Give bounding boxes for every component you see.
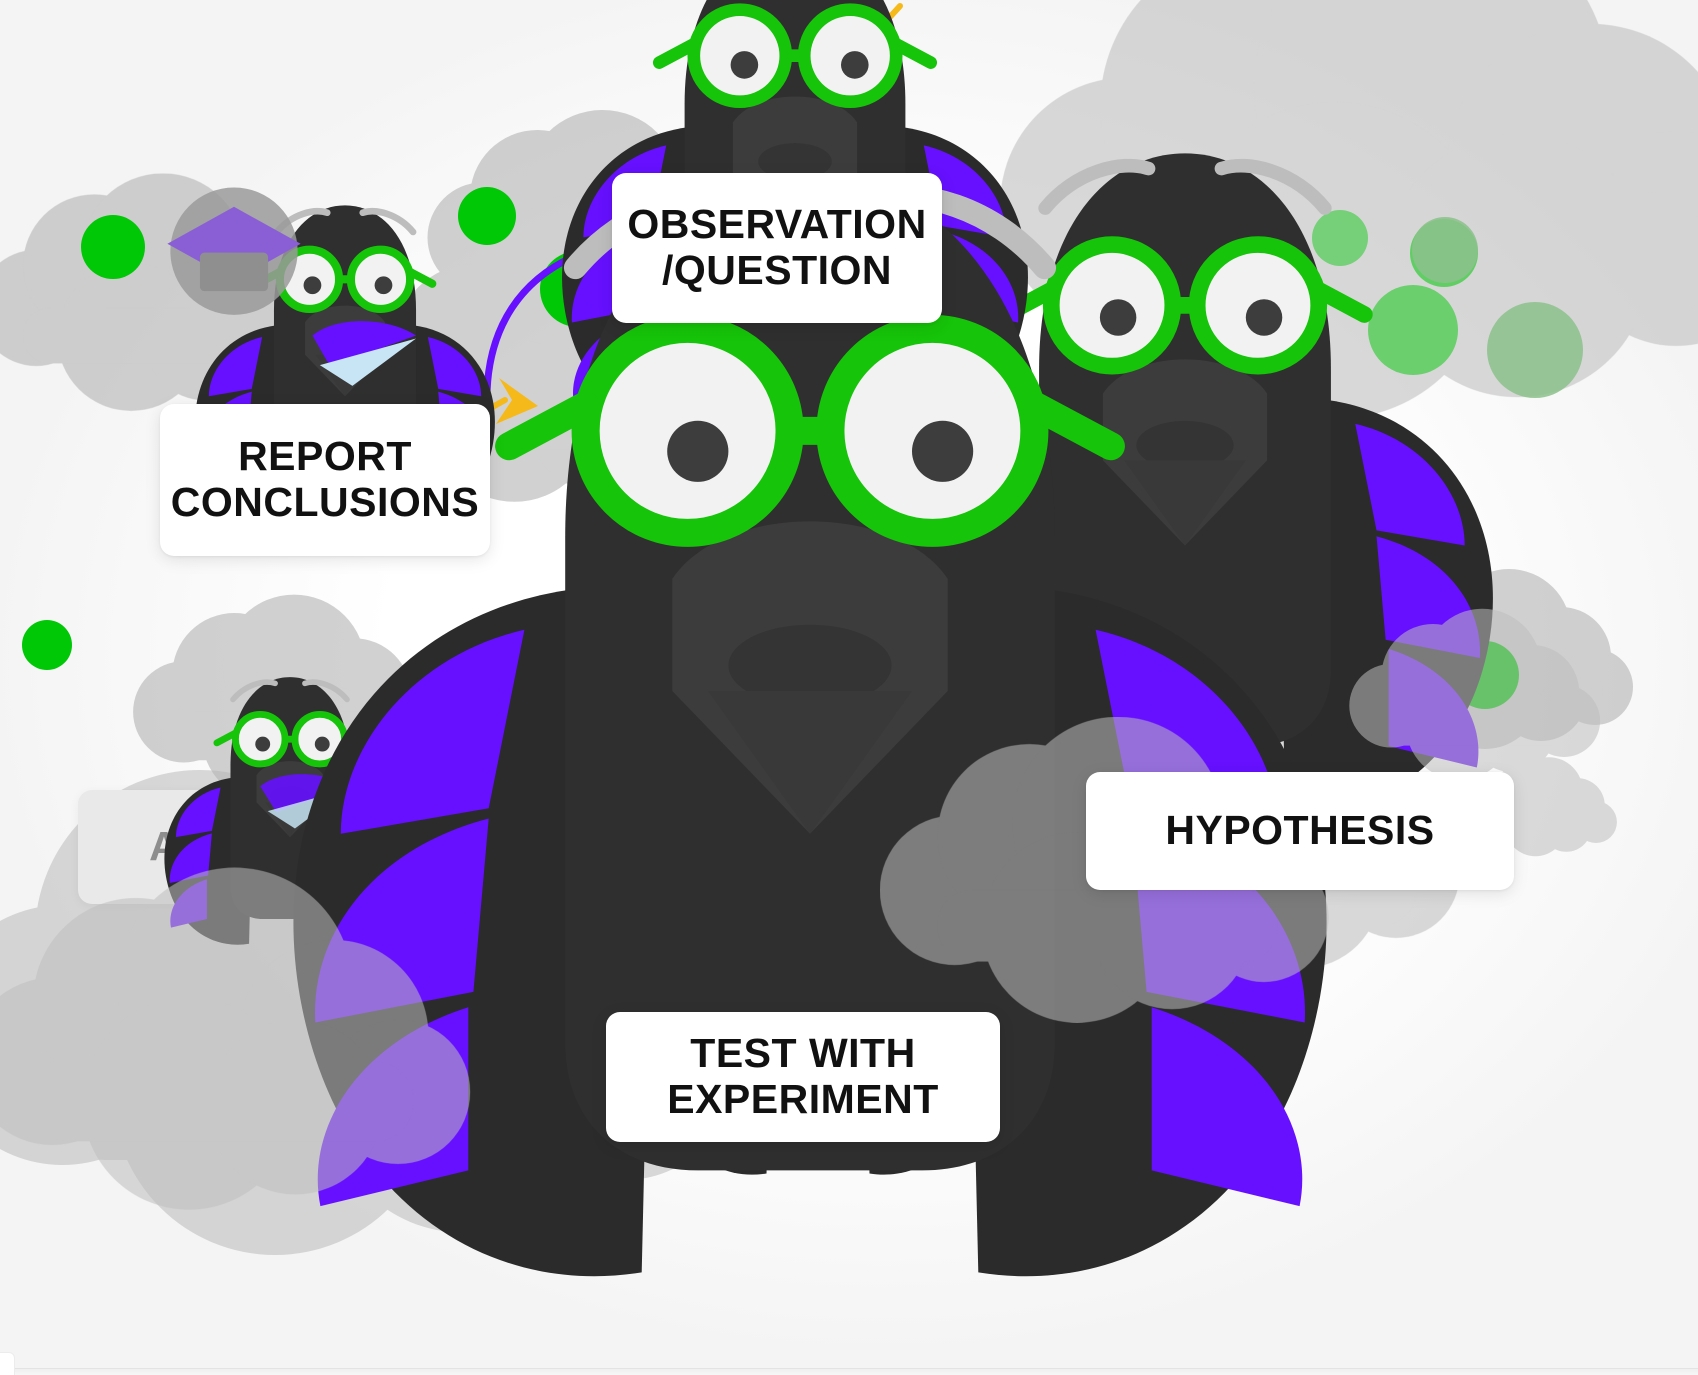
- green-dot: [458, 187, 516, 245]
- crow-report[interactable]: [167, 187, 495, 525]
- green-dot: [1368, 285, 1458, 375]
- green-dot: [1312, 210, 1368, 266]
- step-label-test: TEST WITH EXPERIMENT: [667, 1030, 939, 1122]
- soft-green-overlay-dots: [1412, 217, 1583, 398]
- green-dot: [81, 215, 145, 279]
- beak-purple: [312, 321, 417, 367]
- step-label-observation: OBSERVATION /QUESTION: [627, 201, 927, 293]
- step-card-report[interactable]: REPORT CONCLUSIONS: [160, 404, 490, 556]
- graduation-cap-icon: [167, 187, 301, 315]
- step-card-test[interactable]: TEST WITH EXPERIMENT: [606, 1012, 1000, 1142]
- green-dot: [22, 620, 72, 670]
- step-card-observation[interactable]: OBSERVATION /QUESTION: [612, 173, 942, 323]
- step-label-report: REPORT CONCLUSIONS: [170, 433, 480, 525]
- step-card-hypothesis[interactable]: HYPOTHESIS: [1086, 772, 1514, 890]
- beak-blue: [319, 338, 417, 386]
- step-label-hypothesis: HYPOTHESIS: [1165, 807, 1435, 854]
- viewport-corner: [0, 1352, 15, 1375]
- viewport-bottom-edge: [0, 1368, 1698, 1375]
- arrow-head-icon: [496, 378, 538, 424]
